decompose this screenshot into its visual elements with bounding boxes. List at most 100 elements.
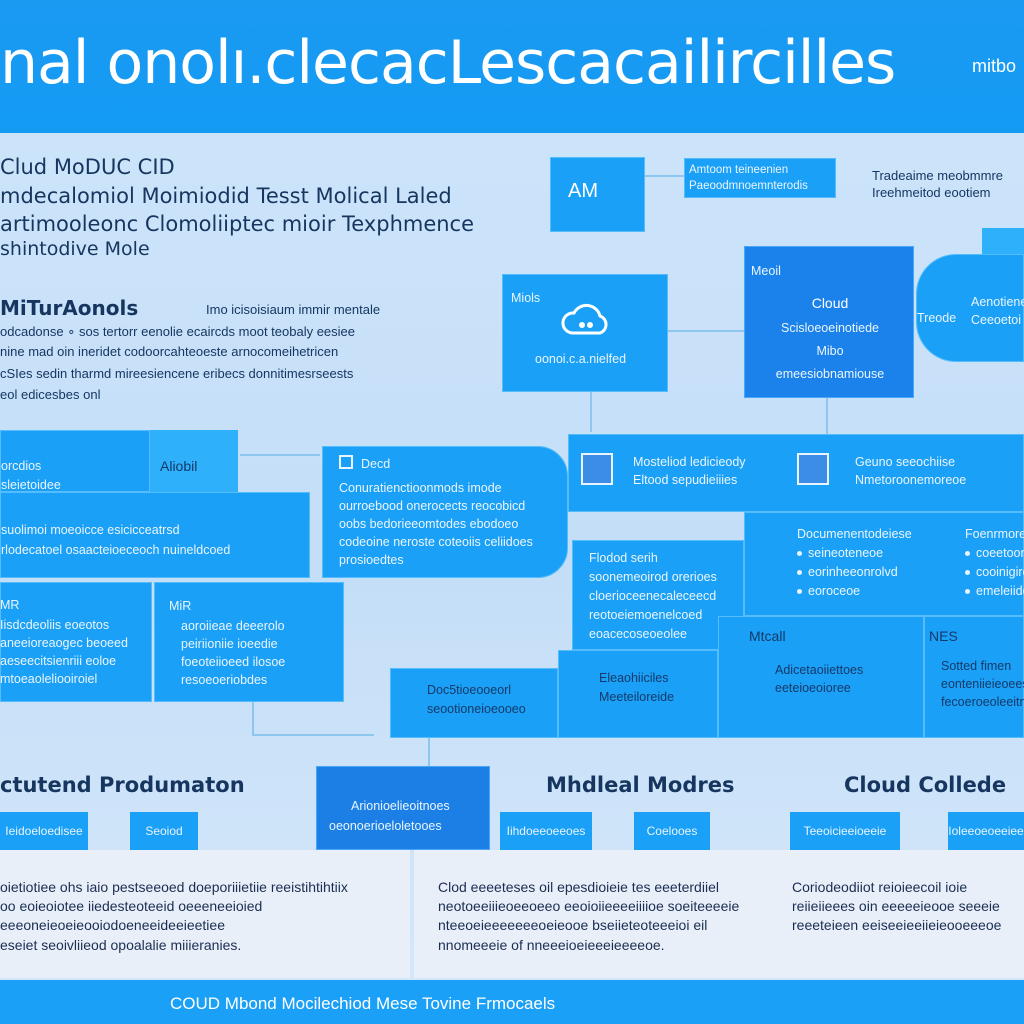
document-list-title: Documenentodeiese — [797, 527, 912, 541]
am-box[interactable]: AM — [550, 157, 645, 232]
flood-line-1: Flodod serih — [589, 551, 658, 565]
flood-line-3: cloerioceenecaleceecd — [589, 589, 717, 603]
connector — [252, 734, 374, 736]
intro-section-right: Imo icisoisiaum immir mentale — [206, 302, 381, 317]
note-2-line-2: Ireehmeitod eootiem — [872, 185, 991, 200]
dark-box-line-3: Mibo — [816, 344, 844, 358]
mid-right-header-box[interactable]: Mosteliod ledicieody Eltood sepudieiiies… — [568, 434, 1024, 512]
dark-box-line-4: emeesiobnamiouse — [775, 367, 885, 381]
ntcall-box[interactable]: Mtcall Adicetaoiiettoes eeteioeoioree — [718, 616, 924, 738]
intro-body-3: cSIes sedin tharmd mireesiencene eribecs… — [0, 366, 354, 381]
list-item: seineoteneoe — [797, 544, 883, 562]
section-tag[interactable]: Teeoicieeioeeie — [790, 812, 900, 850]
section-tag[interactable]: Coelooes — [634, 812, 710, 850]
section-text: reeeteieen eeiseeieeiieieooeeeoe — [792, 917, 1002, 933]
nes-line-3: fecoeroeoleeitnes — [941, 695, 1024, 709]
list-item: emeleiideere — [965, 582, 1024, 600]
connector — [252, 702, 254, 736]
nes-box[interactable]: NES Sotted fimen eonteniieieoees fecoero… — [924, 616, 1024, 738]
section-tag[interactable]: Ieidoeloedisee — [0, 812, 88, 850]
am-label: AM — [568, 180, 598, 202]
aliobil-box[interactable]: Aliobil — [150, 430, 238, 492]
list-item: coeetooniee — [965, 544, 1024, 562]
list-item: eoroceoe — [797, 582, 860, 600]
flood-line-5: eoacecoseoeolee — [589, 627, 687, 641]
cloud-icon — [558, 301, 614, 341]
mio-line-3: foeoteiioeed ilosoe — [181, 655, 286, 669]
doc-strip-box[interactable]: Doc5tioeooeorl seootioneioeooeo — [390, 668, 558, 738]
decd-tag: Decd — [361, 457, 391, 471]
mio-line-4: resoeoeriobdes — [181, 673, 268, 687]
cloud-box[interactable]: Miols oonoi.c.a.nielfed — [502, 274, 668, 392]
decd-line-5: prosioedtes — [339, 553, 404, 567]
intro-line-4: shintodive Mole — [0, 238, 150, 260]
connector — [826, 398, 828, 434]
left-box-line-1: orcdios — [1, 459, 42, 473]
connector — [240, 454, 320, 456]
section-text: nnomeeeie of nneeeioeieeeieeeeoe. — [438, 937, 665, 953]
gaau-line-2: Nmetoroonemoreoe — [855, 473, 967, 487]
connector — [428, 738, 430, 766]
nes-tag: NES — [929, 628, 958, 644]
doc-strip-line-1: Doc5tioeooeorl — [427, 683, 512, 697]
section-tag[interactable]: Seoiod — [130, 812, 198, 850]
mio-line-2: peiriioniie ioeedie — [181, 637, 278, 651]
left-box[interactable]: orcdios sleietoidee — [0, 430, 150, 492]
pill-right-box[interactable]: Treode Aenotiene Ceeoetoi — [916, 254, 1024, 362]
mio-line-1: aoroiieae deeerolo — [181, 619, 285, 633]
list-area-box[interactable]: Documenentodeiese seineoteneoe eorinheeo… — [744, 512, 1024, 616]
header-side-label[interactable]: mitbo — [972, 56, 1017, 76]
section-panel-cloud: Coriodeodiiot reioieecoil ioie reiieiiee… — [778, 850, 1024, 978]
decd-line-1: Conuratienctioonmods imode — [339, 481, 502, 495]
ntcall-tag: Mtcall — [749, 628, 786, 644]
dark-box-tag: Meoil — [751, 264, 781, 278]
left-wide-box[interactable]: suolimoi moeoicce esicicceatrsd rlodecat… — [0, 492, 310, 578]
section-title-cloud: Cloud Collede — [844, 773, 1007, 797]
connector — [668, 330, 744, 332]
decd-box[interactable]: Decd Conuratienctioonmods imode ourroebo… — [322, 446, 568, 578]
mio-box[interactable]: MiR aoroiieae deeerolo peiriioniie ioeed… — [154, 582, 344, 702]
section-text: reiieiieees oin eeeeeieooe seeeie — [792, 898, 1000, 914]
section-tag[interactable]: Ioleeoeoeeiee — [948, 812, 1024, 850]
aliobil-label: Aliobil — [160, 458, 198, 474]
gaau-line-1: Geuno seeochiise — [855, 455, 956, 469]
mr-line-1: Iisdcdeoliis eoeotos — [0, 618, 110, 632]
ario-box[interactable]: Arionioelieoitnoes oeonoerioeloletooes — [316, 766, 490, 850]
left-wide-line-1: suolimoi moeoicce esicicceatrsd — [1, 523, 180, 537]
footer-text: COUD Mbond Mocilechiod Mese Tovine Frmoc… — [170, 994, 556, 1013]
mostelid-line-2: Eltood sepudieiiies — [633, 473, 738, 487]
dark-cloud-box[interactable]: Meoil Cloud Scisloeoeinotiede Mibo emees… — [744, 246, 914, 398]
connector — [645, 175, 685, 177]
intro-body-4: eol edicesbes onl — [0, 387, 101, 402]
section-panel-production: oietiotiee ohs iaio pestseeoed doeporiii… — [0, 850, 410, 978]
doc-strip-line-2: seootioneioeooeo — [427, 702, 526, 716]
book-icon — [797, 453, 829, 485]
section-title-models: Mhdleal Modres — [546, 773, 735, 797]
section-text: neotoeeiiieoeeoeeo eeoioiieeeeiiiioe soe… — [438, 898, 740, 914]
mr-line-3: aeseecitsienriii eoloe — [0, 654, 117, 668]
section-tag[interactable]: Iihdoeeoeeoes — [500, 812, 592, 850]
left-wide-line-2: rlodecatoel osaacteioeceoch nuineldcoed — [1, 543, 231, 557]
list-item: eorinheeonrolvd — [797, 563, 898, 581]
note-1-line-1: Amtoom teineenien — [689, 164, 789, 176]
note-box-1[interactable]: Amtoom teineenien Paeoodmnoemnterodis — [684, 158, 836, 198]
ntcall-line-1: Adicetaoiiettoes — [775, 663, 864, 677]
left-box-line-2: sleietoidee — [1, 478, 61, 492]
flood-line-2: soonemeoirod orerioes — [589, 570, 717, 584]
header-banner — [0, 0, 1024, 133]
mio-tag: MiR — [169, 599, 192, 613]
section-title-production: ctutend Produmaton — [0, 773, 245, 797]
list-item: cooinigiroesieo — [965, 563, 1024, 581]
elastic-box[interactable]: Eleaohiiciles Meeteiloreide — [558, 650, 718, 738]
intro-section-title: MiTurAonols — [0, 296, 139, 320]
left-lower-box[interactable] — [0, 582, 152, 702]
decd-line-4: codeoine neroste coteoiis celiidoes — [339, 535, 533, 549]
intro-line-2: mdecalomiol Moimiodid Tesst Molical Lale… — [0, 184, 452, 208]
note-1-line-2: Paeoodmnoemnterodis — [689, 180, 808, 192]
section-text: Coriodeodiiot reioieecoil ioie — [792, 879, 968, 895]
cloud-box-caption: oonoi.c.a.nielfed — [535, 352, 627, 366]
decd-line-2: ourroebood onerocects reocobicd — [339, 499, 526, 513]
connector — [590, 392, 592, 432]
mr-line-4: mtoeaoleliooiroiel — [0, 672, 98, 686]
flood-box[interactable]: Flodod serih soonemeoirod orerioes cloer… — [572, 540, 744, 650]
